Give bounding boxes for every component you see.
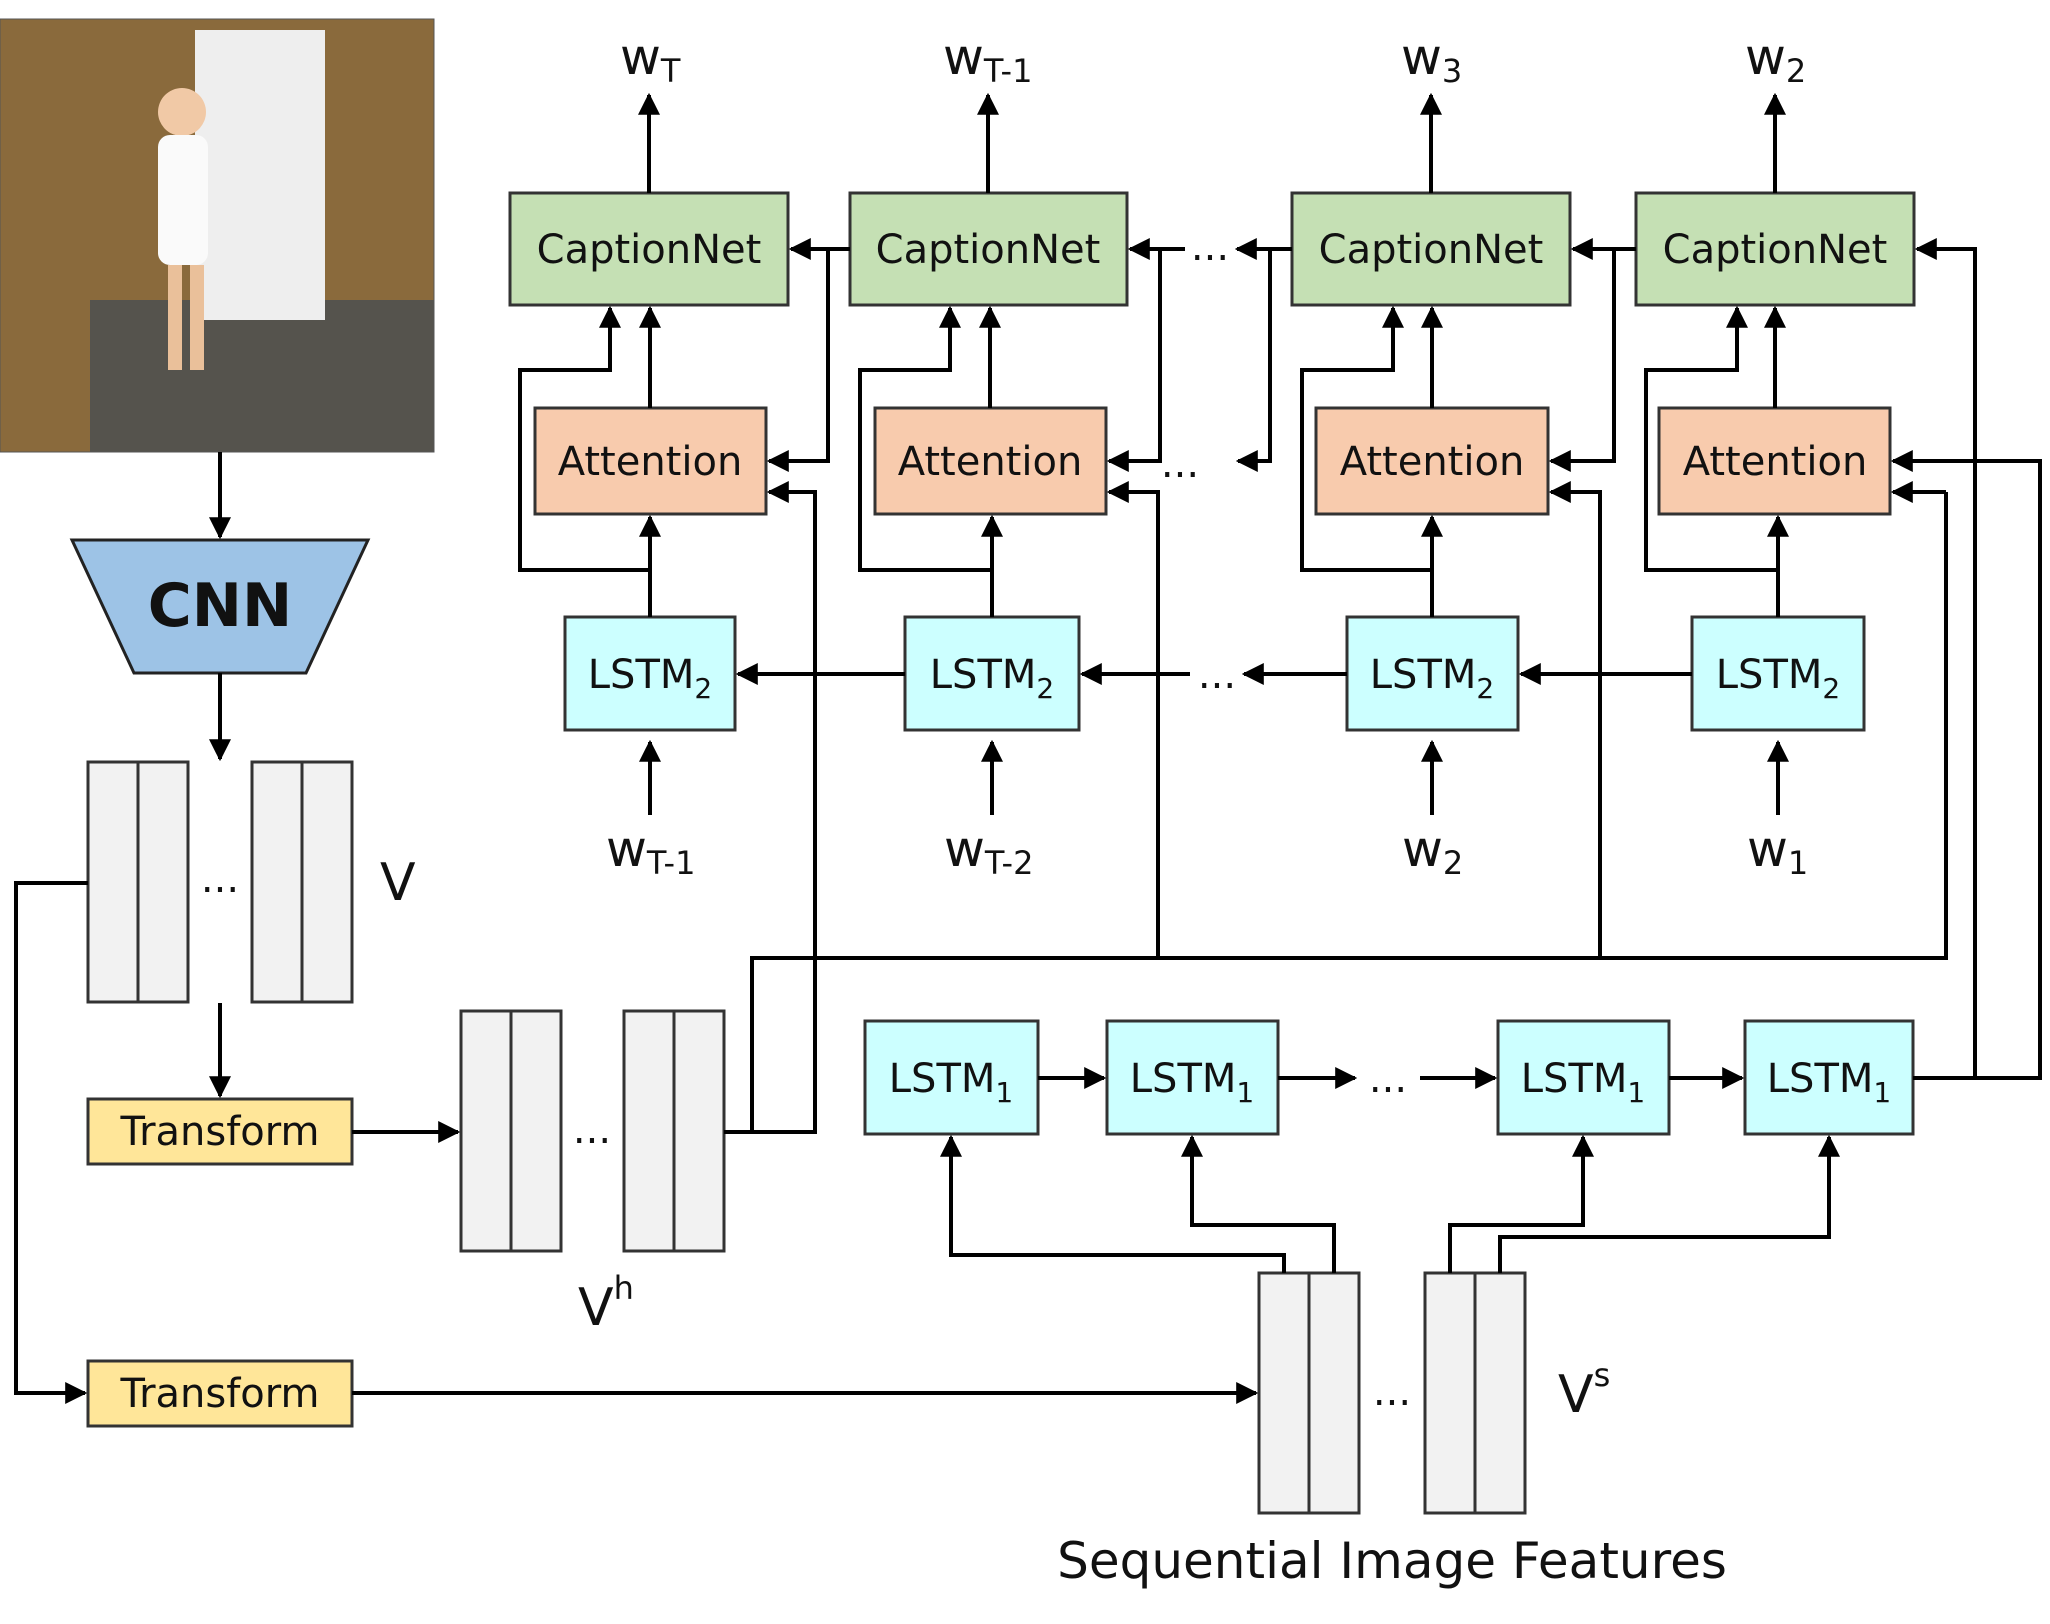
lstm2-row-ellipsis: ... — [1198, 652, 1236, 698]
attention-label-2: Attention — [898, 439, 1083, 485]
lstm1-label-4: LSTM1 — [1767, 1056, 1891, 1109]
transform-label-vh: Transform — [120, 1109, 320, 1155]
lstm2-col-1: LSTM2 — [563, 615, 737, 732]
lstm1-label-1: LSTM1 — [889, 1056, 1013, 1109]
transform-box-vs — [86, 1359, 354, 1428]
feature-stack-vs — [1257, 1271, 1527, 1515]
sequential-features-caption: Sequential Image Features — [1057, 1532, 1727, 1590]
vh-ellipsis: ... — [573, 1107, 611, 1153]
captionnet-col-3: CaptionNet — [1290, 191, 1572, 307]
input-word-4: w1 — [1747, 820, 1808, 882]
lstm2-label-3: LSTM2 — [1370, 652, 1494, 705]
captionnet-col-4: CaptionNet — [1634, 191, 1916, 307]
feature-stack-v — [86, 760, 354, 1004]
captionnet-col-1: CaptionNet — [508, 191, 790, 307]
output-word-2: wT-1 — [943, 28, 1032, 90]
attention-label-1: Attention — [558, 439, 743, 485]
attention-col-2: Attention — [873, 406, 1108, 516]
input-word-1: wT-1 — [606, 820, 695, 882]
lstm1-label-2: LSTM1 — [1130, 1056, 1254, 1109]
attention-label-4: Attention — [1683, 439, 1868, 485]
lstm2-label-2: LSTM2 — [930, 652, 1054, 705]
vs-label: Vs — [1558, 1356, 1610, 1425]
input-word-3: w2 — [1402, 820, 1463, 882]
lstm2-col-2: LSTM2 — [903, 615, 1081, 732]
v-label: V — [380, 853, 416, 913]
output-word-1: wT — [620, 28, 681, 90]
attention-label-3: Attention — [1340, 439, 1525, 485]
lstm1-row-ellipsis: ... — [1369, 1056, 1407, 1102]
lstm1-col-4: LSTM1 — [1743, 1019, 1915, 1136]
input-word-2: wT-2 — [944, 820, 1033, 882]
feature-stack-vh — [459, 1009, 726, 1253]
connectors — [14, 92, 2042, 1404]
lstm2-col-4: LSTM2 — [1690, 615, 1866, 732]
captionnet-row-ellipsis: ... — [1191, 224, 1229, 270]
lstm1-col-1: LSTM1 — [863, 1019, 1040, 1136]
captionnet-col-2: CaptionNet — [848, 191, 1129, 307]
vs-ellipsis: ... — [1373, 1369, 1411, 1415]
lstm2-label-4: LSTM2 — [1716, 652, 1840, 705]
attention-col-4: Attention — [1657, 406, 1892, 516]
captionnet-label-2: CaptionNet — [876, 227, 1101, 273]
captionnet-label-1: CaptionNet — [537, 227, 762, 273]
transform-label-vs: Transform — [120, 1371, 320, 1417]
vh-label: Vh — [578, 1269, 634, 1338]
lstm2-label-1: LSTM2 — [588, 652, 712, 705]
input-photo — [0, 18, 435, 453]
lstm1-col-2: LSTM1 — [1105, 1019, 1280, 1136]
cnn-block — [69, 538, 371, 675]
lstm1-label-3: LSTM1 — [1521, 1056, 1645, 1109]
v-ellipsis: ... — [201, 856, 239, 902]
captionnet-label-4: CaptionNet — [1663, 227, 1888, 273]
child-figure — [158, 88, 208, 370]
attention-col-1: Attention — [533, 406, 768, 516]
attention-col-3: Attention — [1314, 406, 1550, 516]
lstm2-col-3: LSTM2 — [1345, 615, 1520, 732]
captionnet-label-3: CaptionNet — [1319, 227, 1544, 273]
output-word-3: w3 — [1401, 28, 1462, 90]
output-word-4: w2 — [1745, 28, 1806, 90]
cnn-label: CNN — [148, 571, 292, 641]
lstm1-col-3: LSTM1 — [1496, 1019, 1671, 1136]
attention-row-ellipsis: ... — [1161, 441, 1199, 487]
